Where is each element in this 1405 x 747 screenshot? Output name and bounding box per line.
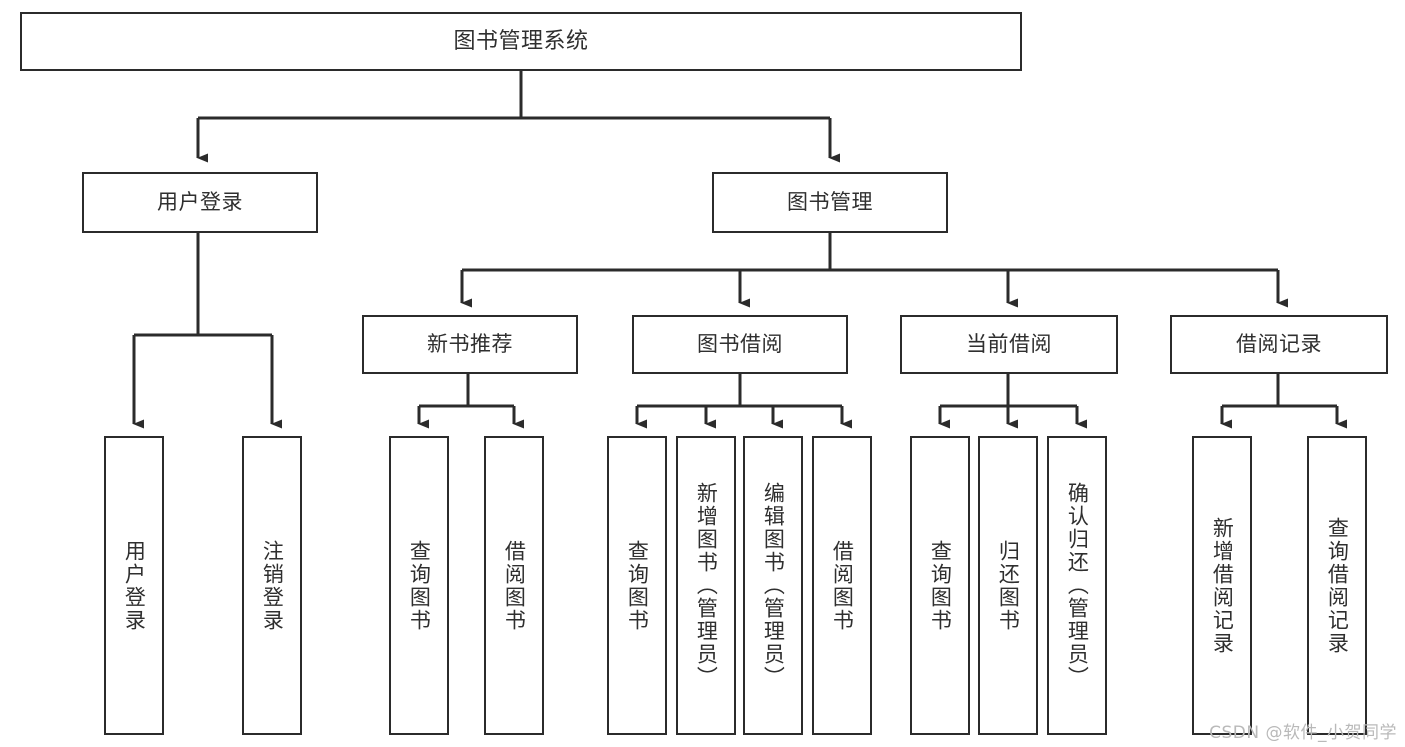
node-label: 图书管理 — [787, 190, 873, 215]
node-leaf-query-book-2[interactable]: 查询图书 — [607, 436, 667, 735]
csdn-watermark: CSDN @软件_小贺同学 — [1209, 723, 1397, 743]
node-leaf-edit-book[interactable]: 编辑图书（管理员） — [743, 436, 803, 735]
node-leaf-confirm-return[interactable]: 确认归还（管理员） — [1047, 436, 1107, 735]
node-new-book-recommend[interactable]: 新书推荐 — [362, 315, 578, 374]
node-label: 归还图书 — [996, 539, 1021, 632]
node-label: 借阅图书 — [502, 539, 527, 632]
node-label: 查询借阅记录 — [1325, 516, 1350, 655]
node-leaf-add-record[interactable]: 新增借阅记录 — [1192, 436, 1252, 735]
node-root-book-management-system[interactable]: 图书管理系统 — [20, 12, 1022, 71]
node-leaf-query-record[interactable]: 查询借阅记录 — [1307, 436, 1367, 735]
node-book-management[interactable]: 图书管理 — [712, 172, 948, 233]
node-current-borrow[interactable]: 当前借阅 — [900, 315, 1118, 374]
node-label: 查询图书 — [407, 539, 432, 632]
node-label: 确认归还（管理员） — [1065, 482, 1090, 689]
node-label: 图书借阅 — [697, 332, 783, 357]
node-label: 新增借阅记录 — [1210, 516, 1235, 655]
node-label: 当前借阅 — [966, 332, 1052, 357]
node-label: 查询图书 — [928, 539, 953, 632]
node-borrow-record[interactable]: 借阅记录 — [1170, 315, 1388, 374]
node-leaf-query-book-1[interactable]: 查询图书 — [389, 436, 449, 735]
node-leaf-return-book[interactable]: 归还图书 — [978, 436, 1038, 735]
node-label: 图书管理系统 — [453, 28, 589, 54]
node-label: 借阅记录 — [1236, 332, 1322, 357]
node-leaf-user-login[interactable]: 用户登录 — [104, 436, 164, 735]
node-label: 新增图书（管理员） — [694, 482, 719, 689]
node-leaf-add-book[interactable]: 新增图书（管理员） — [676, 436, 736, 735]
node-label: 注销登录 — [260, 539, 285, 632]
node-book-borrow[interactable]: 图书借阅 — [632, 315, 848, 374]
node-user-login[interactable]: 用户登录 — [82, 172, 318, 233]
node-label: 用户登录 — [157, 190, 243, 215]
node-leaf-query-book-3[interactable]: 查询图书 — [910, 436, 970, 735]
node-label: 用户登录 — [122, 539, 147, 632]
node-label: 查询图书 — [625, 539, 650, 632]
node-leaf-borrow-book-2[interactable]: 借阅图书 — [812, 436, 872, 735]
node-label: 新书推荐 — [427, 332, 513, 357]
node-leaf-logout[interactable]: 注销登录 — [242, 436, 302, 735]
node-label: 借阅图书 — [830, 539, 855, 632]
node-label: 编辑图书（管理员） — [761, 482, 786, 689]
node-leaf-borrow-book-1[interactable]: 借阅图书 — [484, 436, 544, 735]
